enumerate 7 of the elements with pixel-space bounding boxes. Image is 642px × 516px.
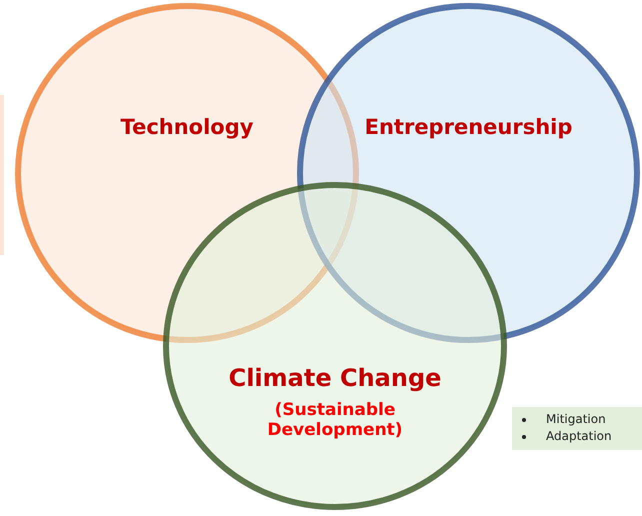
circle-label: Entrepreneurship [364, 115, 574, 139]
bullet-item: Mitigation [546, 411, 606, 428]
note-panel [512, 407, 642, 450]
bullet-item: Adaptation [546, 428, 612, 445]
circle-subtitle: (Sustainable Development) [266, 400, 404, 440]
circle-label: Climate Change [228, 364, 442, 392]
circle-label: Technology [120, 115, 254, 139]
